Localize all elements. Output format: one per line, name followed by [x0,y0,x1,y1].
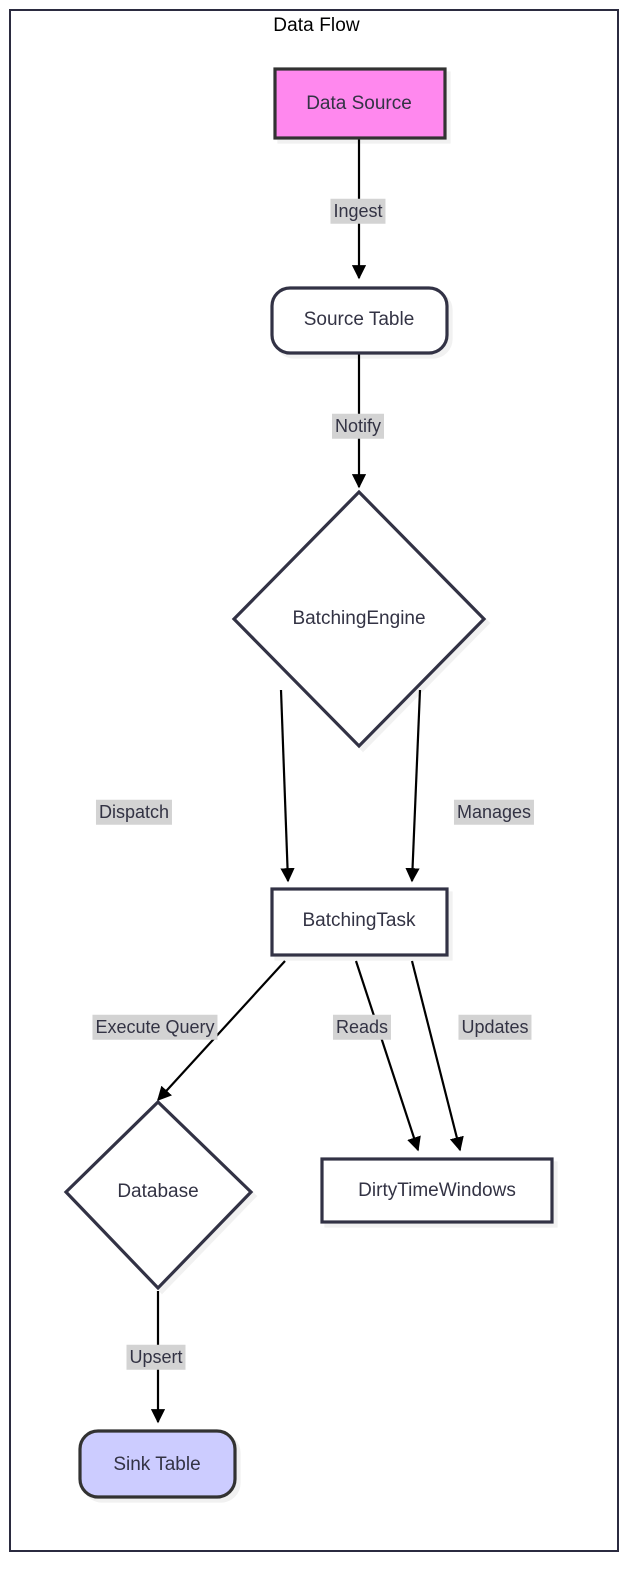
node-source-table[interactable] [270,286,449,355]
node-sink-table[interactable] [78,1429,237,1499]
edge-label-dispatch: Dispatch [95,799,173,825]
edge-label-notify: Notify [331,413,385,439]
diagram-title: Data Flow [273,15,360,36]
edge-manages [405,689,422,883]
node-batching-task[interactable] [270,887,449,957]
edge-label-upsert: Upsert [126,1344,186,1370]
edge-label-manages: Manages [453,799,535,825]
edge-label-updates: Updates [458,1014,532,1040]
edge-updates [410,960,464,1152]
node-database[interactable] [63,1099,254,1291]
node-data-source[interactable] [273,67,447,140]
edge-reads [354,960,421,1152]
edge-label-reads: Reads [332,1014,392,1040]
edge-label-ingest: Ingest [330,198,386,224]
diagram-frame [9,9,619,1552]
edge-dispatch [279,689,295,883]
node-dirty-time-windows[interactable] [320,1157,554,1224]
node-batching-engine[interactable] [231,489,487,749]
edge-execute-query [157,960,286,1102]
edge-label-execute-query: Execute Query [92,1014,218,1040]
node-layer [63,67,554,1499]
